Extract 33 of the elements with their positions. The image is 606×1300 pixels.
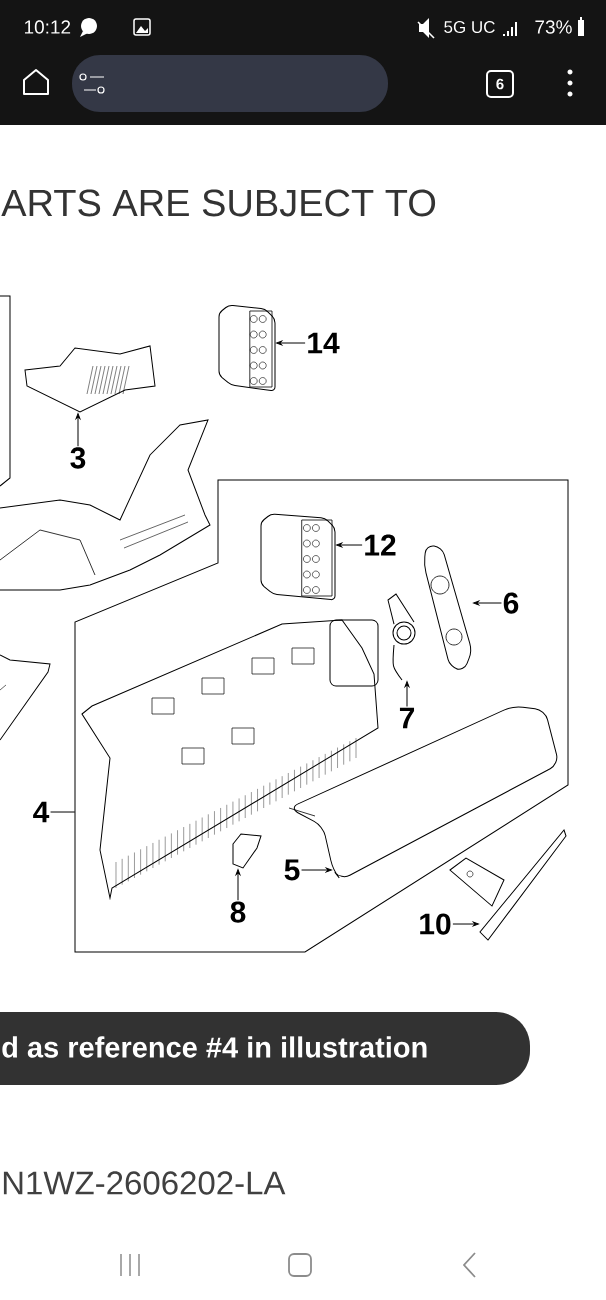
battery-level: 73%	[535, 20, 572, 34]
part-drawing	[387, 593, 416, 681]
part-drawing	[81, 619, 379, 899]
callout-number: 12	[365, 534, 396, 556]
callout-number: 6	[503, 592, 519, 614]
leader-arrow	[336, 542, 363, 548]
page-heading: ARTS ARE SUBJECT TO	[1, 189, 436, 217]
leader-arrow	[473, 600, 502, 606]
part-drawing	[232, 833, 262, 869]
callout-number: 3	[70, 447, 86, 469]
leader-arrow	[404, 681, 410, 707]
leader-arrow	[276, 340, 306, 346]
leader-arrow	[235, 869, 241, 901]
callout-number: 4	[33, 801, 50, 823]
part-drawing	[218, 304, 276, 391]
callout-number: 7	[399, 707, 415, 729]
status-time: 10:12	[25, 20, 71, 34]
callout-number: 5	[284, 859, 300, 881]
part-drawing	[260, 513, 336, 601]
assembly-frame	[74, 479, 569, 953]
toast-message: d as reference #4 in illustration	[0, 1012, 530, 1085]
leader-arrow	[301, 867, 332, 873]
network-label: 5G UC	[444, 21, 495, 34]
callout-number: 8	[230, 901, 246, 923]
part-number: N1WZ-2606202-LA	[3, 1171, 286, 1195]
leader-arrow	[452, 921, 479, 927]
part-drawing	[449, 829, 567, 941]
callout-number: 14	[308, 332, 340, 354]
tabs-button: 6	[486, 70, 514, 98]
leader-arrow	[75, 413, 81, 447]
callout-number: 10	[420, 913, 451, 935]
part-drawing	[24, 345, 156, 413]
part-drawing	[424, 545, 471, 670]
